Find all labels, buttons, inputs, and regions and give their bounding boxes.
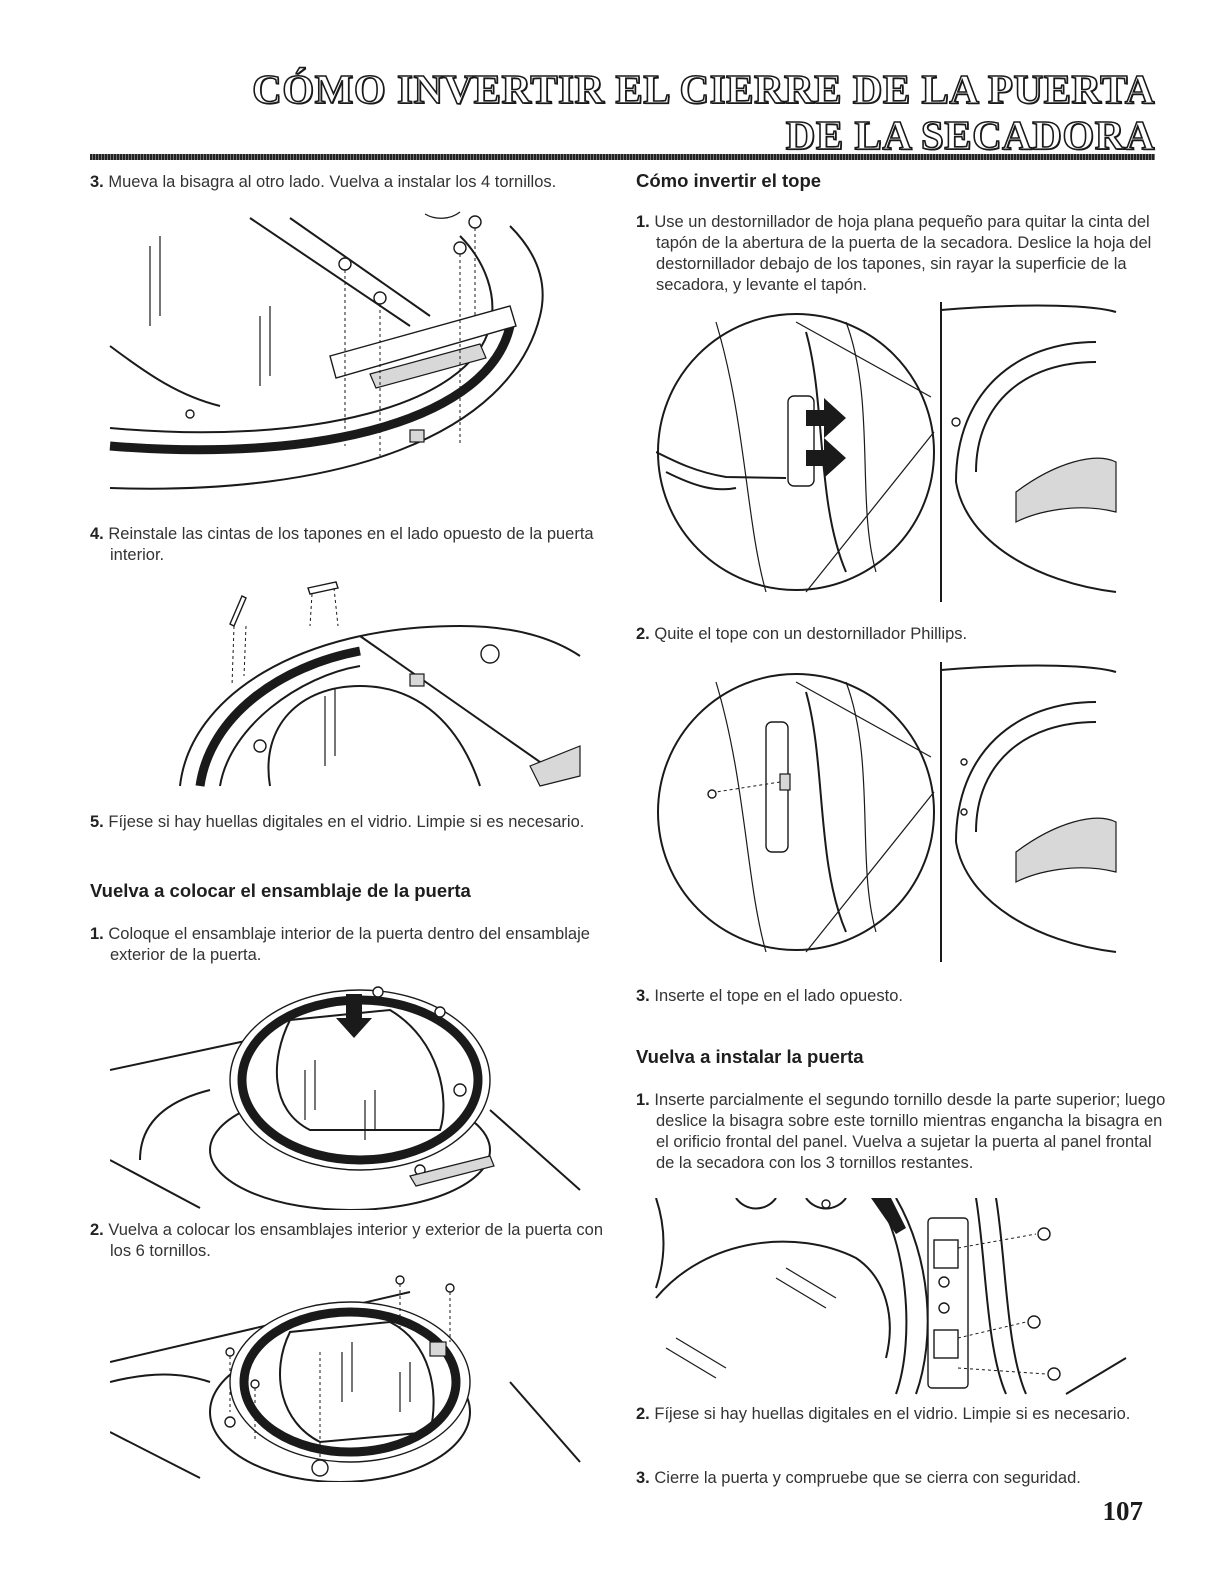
step-number: 4. [90,525,104,543]
step-number: 2. [636,625,650,643]
step-text: Fíjese si hay huellas digitales en el vi… [108,813,585,831]
step-number: 1. [90,925,104,943]
step-number: 1. [636,1091,650,1109]
step-4: 4. Reinstale las cintas de los tapones e… [90,524,610,566]
step-number: 3. [636,1469,650,1487]
stopper-step-2: 2. Quite el tope con un destornillador P… [636,624,1166,645]
step-text: Quite el tope con un destornillador Phil… [654,625,968,643]
figure-six-screws [110,1272,590,1482]
figure-pry-plug [656,302,1126,602]
page-title: CÓMO INVERTIR EL CIERRE DE LA PUERTA DE … [251,65,1155,159]
step-text: Mueva la bisagra al otro lado. Vuelva a … [108,173,557,191]
step-number: 3. [636,987,650,1005]
step-text: Fíjese si hay huellas digitales en el vi… [654,1405,1131,1423]
stopper-step-1: 1. Use un destornillador de hoja plana p… [636,212,1166,296]
page-title-line2: DE LA SECADORA [785,111,1155,159]
figure-inner-into-outer [110,980,590,1210]
reinstall-step-3: 3. Cierre la puerta y compruebe que se c… [636,1468,1166,1489]
section-heading-reassemble: Vuelva a colocar el ensamblaje de la pue… [90,880,471,901]
reassemble-step-1: 1. Coloque el ensamblaje interior de la … [90,924,610,966]
step-text: Reinstale las cintas de los tapones en e… [108,525,594,564]
step-text: Cierre la puerta y compruebe que se cier… [654,1469,1081,1487]
reassemble-step-2: 2. Vuelva a colocar los ensamblajes inte… [90,1220,610,1262]
step-number: 2. [90,1221,104,1239]
section-heading-reinstall-door: Vuelva a instalar la puerta [636,1046,864,1067]
figure-remove-stopper [656,662,1126,962]
step-number: 3. [90,173,104,191]
step-text: Inserte el tope en el lado opuesto. [654,987,903,1005]
step-number: 1. [636,213,650,231]
figure-reattach-hinge [646,1198,1136,1398]
stopper-step-3: 3. Inserte el tope en el lado opuesto. [636,986,1166,1007]
title-divider [90,154,1155,160]
step-text: Coloque el ensamblaje interior de la pue… [108,925,590,964]
step-text: Vuelva a colocar los ensamblajes interio… [108,1221,604,1260]
figure-plug-strips [160,576,590,796]
reinstall-step-1: 1. Inserte parcialmente el segundo torni… [636,1090,1166,1174]
page-number: 107 [1102,1496,1144,1526]
figure-hinge-screws [90,206,590,496]
reinstall-step-2: 2. Fíjese si hay huellas digitales en el… [636,1404,1166,1425]
step-3: 3. Mueva la bisagra al otro lado. Vuelva… [90,172,630,193]
step-text: Use un destornillador de hoja plana pequ… [654,213,1152,294]
step-number: 5. [90,813,104,831]
step-text: Inserte parcialmente el segundo tornillo… [654,1091,1166,1172]
section-heading-stopper: Cómo invertir el tope [636,170,822,191]
step-5: 5. Fíjese si hay huellas digitales en el… [90,812,610,833]
step-number: 2. [636,1405,650,1423]
page-title-line1: CÓMO INVERTIR EL CIERRE DE LA PUERTA [251,65,1155,113]
